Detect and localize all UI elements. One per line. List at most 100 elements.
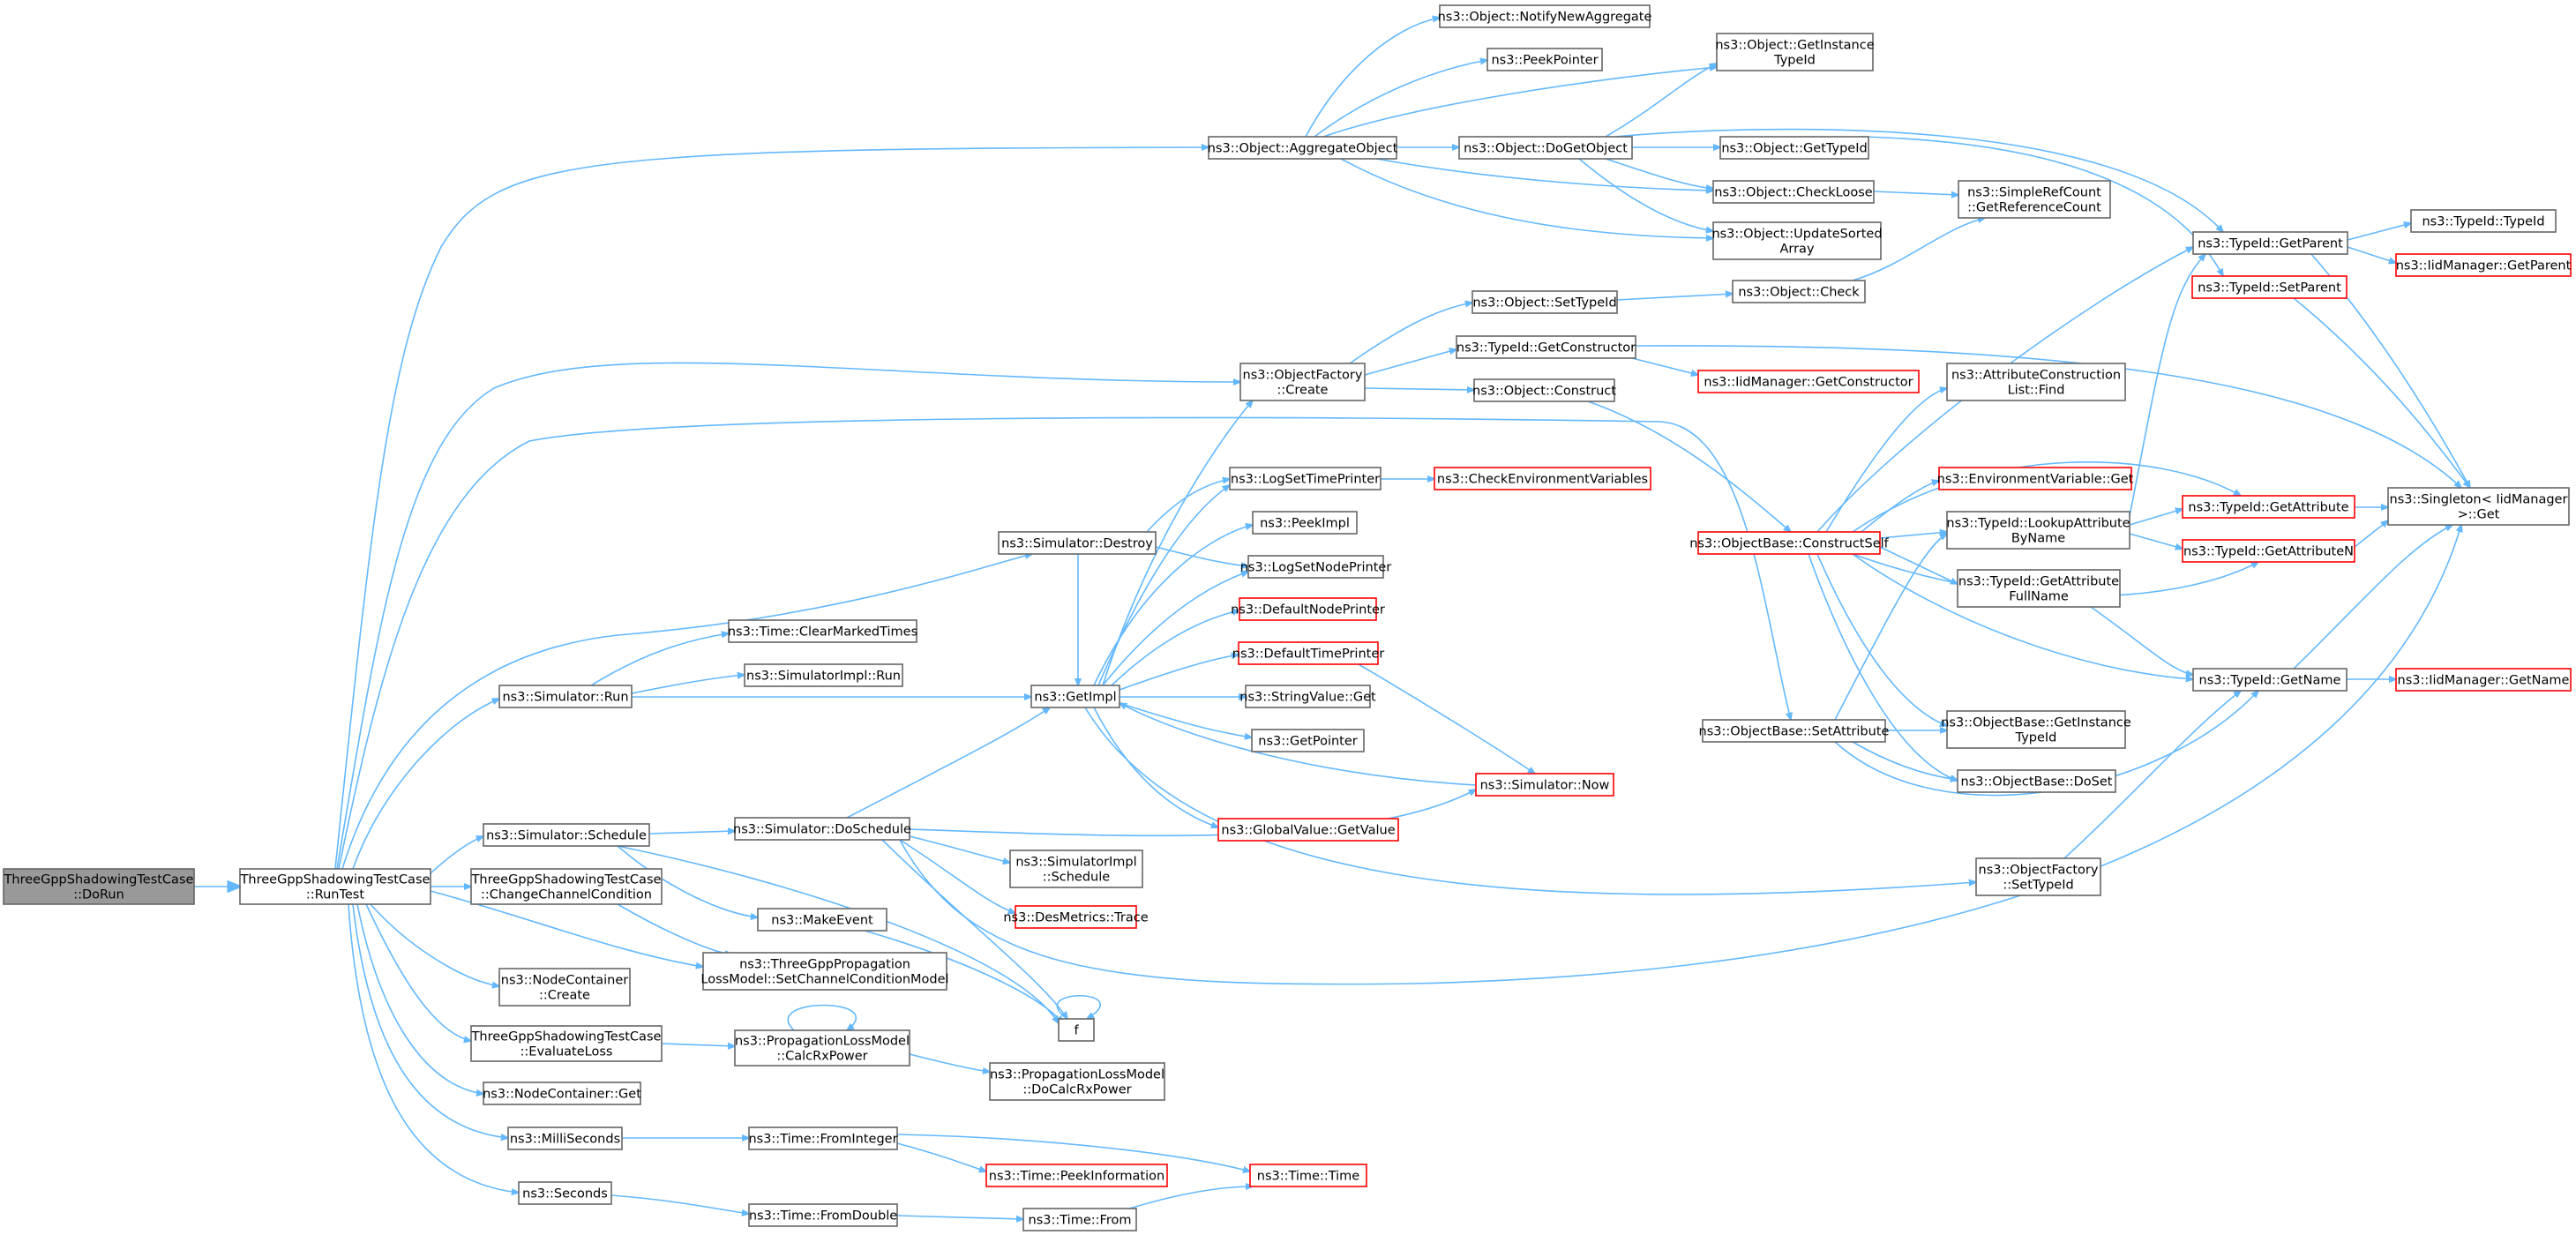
edge-lookup-attr-by-name-to-type-id-get-parent (2129, 254, 2205, 517)
node-label: ns3::NodeContainer::Get (483, 1088, 641, 1102)
node-peek-pointer[interactable]: ns3::PeekPointer (1486, 48, 1603, 71)
node-node-container-get[interactable]: ns3::NodeContainer::Get (483, 1082, 641, 1105)
node-type-id-type-id[interactable]: ns3::TypeId::TypeId (2410, 209, 2557, 233)
edge-do-get-object-to-update-sorted-array (1578, 158, 1713, 231)
node-iid-get-name[interactable]: ns3::IidManager::GetName (2395, 668, 2572, 692)
node-time-peek-information[interactable]: ns3::Time::PeekInformation (985, 1164, 1168, 1187)
node-default-time-printer[interactable]: ns3::DefaultTimePrinter (1232, 641, 1384, 665)
node-global-value-get-value[interactable]: ns3::GlobalValue::GetValue (1217, 818, 1399, 842)
node-do-run[interactable]: ThreeGppShadowingTestCase::DoRun (3, 868, 195, 905)
node-default-node-printer[interactable]: ns3::DefaultNodePrinter (1231, 597, 1385, 621)
node-label: Array (1779, 243, 1814, 257)
node-log-set-time-printer[interactable]: ns3::LogSetTimePrinter (1229, 467, 1382, 490)
node-label: ns3::TypeId::GetAttribute (2188, 501, 2348, 515)
node-get-pointer[interactable]: ns3::GetPointer (1251, 729, 1365, 752)
node-label: ns3::StringValue::Get (1239, 691, 1376, 705)
node-label: ns3::GetImpl (1034, 691, 1116, 705)
node-simulator-impl-schedule[interactable]: ns3::SimulatorImpl::Schedule (1009, 850, 1143, 888)
node-set-type-id-obj[interactable]: ns3::Object::SetTypeId (1471, 290, 1618, 314)
node-make-event[interactable]: ns3::MakeEvent (757, 908, 887, 932)
node-object-factory-create[interactable]: ns3::ObjectFactory::Create (1239, 363, 1366, 401)
node-change-channel-condition[interactable]: ThreeGppShadowingTestCase::ChangeChannel… (470, 868, 663, 905)
node-aggregate-object[interactable]: ns3::Object::AggregateObject (1208, 136, 1398, 160)
node-check-env-vars[interactable]: ns3::CheckEnvironmentVariables (1434, 467, 1651, 490)
node-time-time[interactable]: ns3::Time::Time (1249, 1164, 1367, 1187)
node-type-id-get-attribute[interactable]: ns3::TypeId::GetAttribute (2182, 495, 2355, 519)
node-box (470, 1025, 663, 1062)
node-label: ns3::MakeEvent (771, 914, 873, 928)
node-seconds[interactable]: ns3::Seconds (518, 1181, 612, 1205)
node-time-from-integer[interactable]: ns3::Time::FromInteger (748, 1126, 898, 1150)
node-notify-new-aggregate[interactable]: ns3::Object::NotifyNewAggregate (1438, 4, 1652, 28)
node-calc-rx-power[interactable]: ns3::PropagationLossModel::CalcRxPower (734, 1029, 910, 1067)
node-box (518, 1181, 612, 1205)
node-simulator-now[interactable]: ns3::Simulator::Now (1475, 773, 1614, 797)
node-box (1719, 136, 1869, 160)
node-string-value-get[interactable]: ns3::StringValue::Get (1239, 685, 1376, 708)
node-box (2182, 495, 2355, 519)
node-log-set-node-printer[interactable]: ns3::LogSetNodePrinter (1240, 555, 1392, 579)
node-simulator-destroy[interactable]: ns3::Simulator::Destroy (998, 531, 1157, 555)
node-get-impl[interactable]: ns3::GetImpl (1030, 685, 1120, 708)
node-label: ns3::Time::ClearMarkedTimes (728, 625, 917, 640)
node-simulator-run[interactable]: ns3::Simulator::Run (498, 685, 633, 708)
node-iid-get-parent[interactable]: ns3::IidManager::GetParent (2395, 253, 2572, 277)
node-type-id-get-constructor[interactable]: ns3::TypeId::GetConstructor (1456, 335, 1636, 359)
node-simple-ref-count[interactable]: ns3::SimpleRefCount::GetReferenceCount (1958, 180, 2111, 219)
node-do-get-object[interactable]: ns3::Object::DoGetObject (1458, 136, 1633, 160)
node-time-from[interactable]: ns3::Time::From (1022, 1208, 1137, 1231)
node-type-id-get-parent[interactable]: ns3::TypeId::GetParent (2192, 231, 2348, 255)
node-type-id-get-name[interactable]: ns3::TypeId::GetName (2192, 668, 2348, 692)
node-type-id-get-attribute-n[interactable]: ns3::TypeId::GetAttributeN (2182, 539, 2355, 563)
node-object-base-do-set[interactable]: ns3::ObjectBase::DoSet (1957, 769, 2116, 793)
node-peek-impl[interactable]: ns3::PeekImpl (1252, 511, 1358, 535)
node-iid-get-constructor[interactable]: ns3::IidManager::GetConstructor (1697, 370, 1920, 393)
node-label: ::ChangeChannelCondition (481, 888, 652, 902)
node-object-factory-set-type-id[interactable]: ns3::ObjectFactory::SetTypeId (1975, 857, 2101, 896)
node-object-check[interactable]: ns3::Object::Check (1732, 280, 1866, 303)
node-label: ns3::GlobalValue::GetValue (1221, 824, 1395, 838)
node-milli-seconds[interactable]: ns3::MilliSeconds (507, 1126, 623, 1150)
edge-simulator-do-schedule-to-singleton-get (899, 525, 2461, 985)
edge-run-test-to-simulator-destroy (341, 554, 1032, 870)
node-f[interactable]: f (1058, 1018, 1095, 1042)
node-box (1439, 4, 1651, 28)
node-box (1475, 773, 1614, 797)
node-run-test[interactable]: ThreeGppShadowingTestCase::RunTest (239, 868, 431, 905)
node-set-channel-condition-model[interactable]: ns3::ThreeGppPropagationLossModel::SetCh… (700, 952, 949, 991)
node-simulator-do-schedule[interactable]: ns3::Simulator::DoSchedule (733, 817, 911, 841)
node-simulator-impl-run[interactable]: ns3::SimulatorImpl::Run (744, 663, 903, 687)
node-do-calc-rx-power[interactable]: ns3::PropagationLossModel::DoCalcRxPower (989, 1062, 1165, 1101)
node-object-base-set-attribute[interactable]: ns3::ObjectBase::SetAttribute (1699, 719, 1890, 743)
node-time-clear-marked-times[interactable]: ns3::Time::ClearMarkedTimes (728, 619, 917, 643)
node-label: ns3::TypeId::GetAttributeN (2183, 545, 2354, 559)
node-simulator-schedule[interactable]: ns3::Simulator::Schedule (483, 823, 650, 847)
node-box (2182, 539, 2355, 563)
node-box (1015, 905, 1137, 929)
node-type-id-set-parent[interactable]: ns3::TypeId::SetParent (2191, 275, 2348, 299)
node-get-type-id-obj[interactable]: ns3::Object::GetTypeId (1719, 136, 1869, 160)
node-node-container-create[interactable]: ns3::NodeContainer::Create (498, 968, 631, 1007)
node-box (2191, 275, 2348, 299)
edge-simulator-schedule-to-f (617, 845, 1059, 1023)
node-time-from-double[interactable]: ns3::Time::FromDouble (748, 1203, 898, 1227)
node-label: ns3::Object::SetTypeId (1472, 296, 1616, 311)
node-des-metrics-trace[interactable]: ns3::DesMetrics::Trace (1003, 905, 1149, 929)
node-object-base-construct-self[interactable]: ns3::ObjectBase::ConstructSelf (1689, 531, 1890, 555)
node-check-loose[interactable]: ns3::Object::CheckLoose (1712, 180, 1875, 204)
node-label: ns3::DefaultNodePrinter (1231, 603, 1385, 618)
node-env-var-get[interactable]: ns3::EnvironmentVariable::Get (1937, 467, 2134, 490)
edge-get-impl-to-get-pointer (1119, 702, 1252, 737)
edge-time-from-double-to-time-from (896, 1215, 1023, 1219)
edge-run-test-to-node-container-create (370, 903, 499, 986)
node-object-construct[interactable]: ns3::Object::Construct (1472, 378, 1616, 402)
node-box (470, 868, 663, 905)
node-evaluate-loss[interactable]: ThreeGppShadowingTestCase::EvaluateLoss (470, 1025, 663, 1062)
node-singleton-get[interactable]: ns3::Singleton< IidManager>::Get (2387, 487, 2570, 526)
